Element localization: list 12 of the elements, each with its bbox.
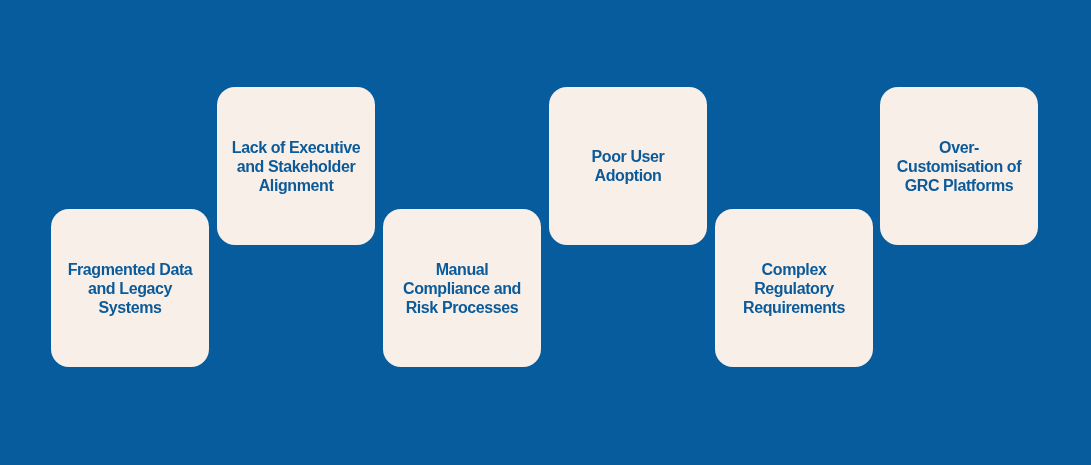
rounded-card bbox=[51, 209, 209, 367]
rounded-card bbox=[715, 209, 873, 367]
card-title: Complex Regulatory Requirements bbox=[742, 259, 846, 317]
rounded-card bbox=[549, 87, 707, 245]
card-title: Manual Compliance and Risk Processes bbox=[402, 259, 522, 317]
rounded-card bbox=[217, 87, 375, 245]
card-title: Lack of Executive and Stakeholder Alignment bbox=[231, 137, 361, 195]
card-title: Fragmented Data and Legacy Systems bbox=[66, 259, 194, 317]
card-title: Over-Customisation of GRC Platforms bbox=[895, 137, 1023, 195]
rounded-card bbox=[880, 87, 1038, 245]
rounded-card bbox=[383, 209, 541, 367]
card-title: Poor User Adoption bbox=[590, 147, 666, 185]
